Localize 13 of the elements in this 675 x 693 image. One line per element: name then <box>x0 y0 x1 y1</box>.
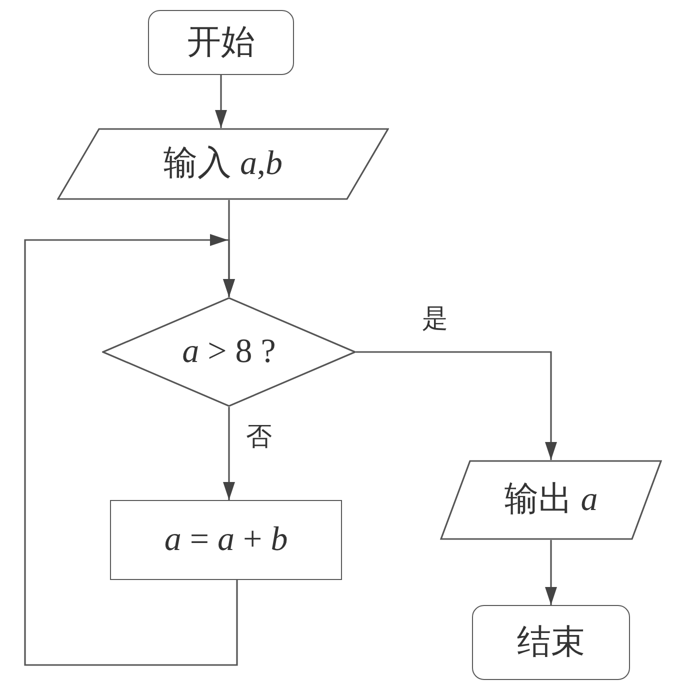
node-text: 开始 <box>187 26 255 60</box>
decision-diamond <box>102 297 356 407</box>
node-text: 输入 a,b <box>164 147 282 181</box>
node-text: 结束 <box>517 626 585 660</box>
node-text: a = a + b <box>164 523 288 557</box>
edge-label: 否 <box>244 424 274 450</box>
process-box <box>110 500 342 580</box>
input-output-parallelogram <box>440 460 662 540</box>
terminal-box <box>148 10 294 75</box>
input-output-parallelogram <box>57 128 389 200</box>
node-text: a > 8 ? <box>182 335 276 369</box>
node-text: 输出 a <box>504 483 598 517</box>
terminal-box <box>472 605 630 680</box>
